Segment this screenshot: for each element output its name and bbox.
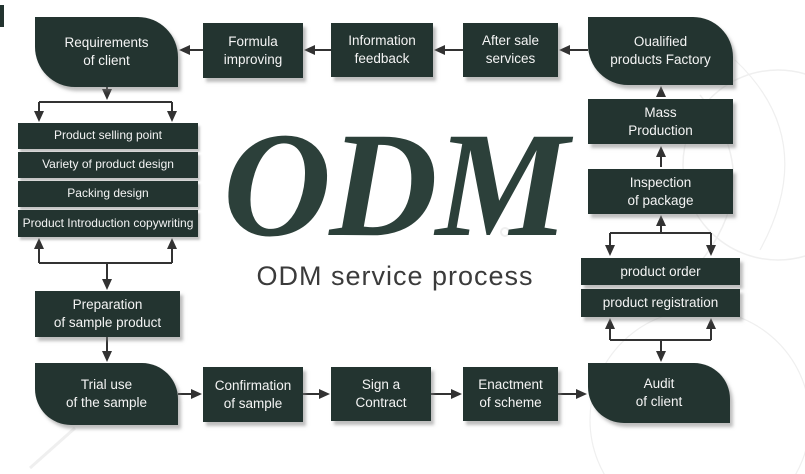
node-audit-of-client: Audit of client [588,363,730,423]
node-after-sale-services: After sale services [463,23,558,77]
title-block: ODM ODM service process [195,102,595,292]
node-product-order: product order [581,258,740,285]
node-product-selling-point: Product selling point [18,123,198,149]
node-formula-improving: Formula improving [203,23,303,78]
node-mass-production: Mass Production [588,99,733,144]
node-product-registration: product registration [581,289,740,317]
node-information-feedback: Information feedback [331,23,433,77]
node-packing-design: Packing design [18,181,198,207]
node-confirmation-of-sample: Confirmation of sample [203,367,303,422]
node-inspection-of-package: Inspection of package [588,169,733,214]
subtitle: ODM service process [256,261,534,291]
node-qualified-products-factory: Oualified products Factory [588,17,733,85]
node-variety-of-product-design: Variety of product design [18,152,198,178]
node-enactment-of-scheme: Enactment of scheme [463,367,558,421]
node-trial-use-of-the-sample: Trial use of the sample [35,363,178,425]
node-requirements-of-client: Requirements of client [35,17,178,87]
node-product-introduction-copywriting: Product Introduction copywriting [18,210,198,237]
clipped-shape-left-edge [0,5,4,27]
node-preparation-of-sample-product: Preparation of sample product [35,291,180,337]
node-sign-a-contract: Sign a Contract [331,367,431,421]
main-title: ODM [222,102,569,268]
